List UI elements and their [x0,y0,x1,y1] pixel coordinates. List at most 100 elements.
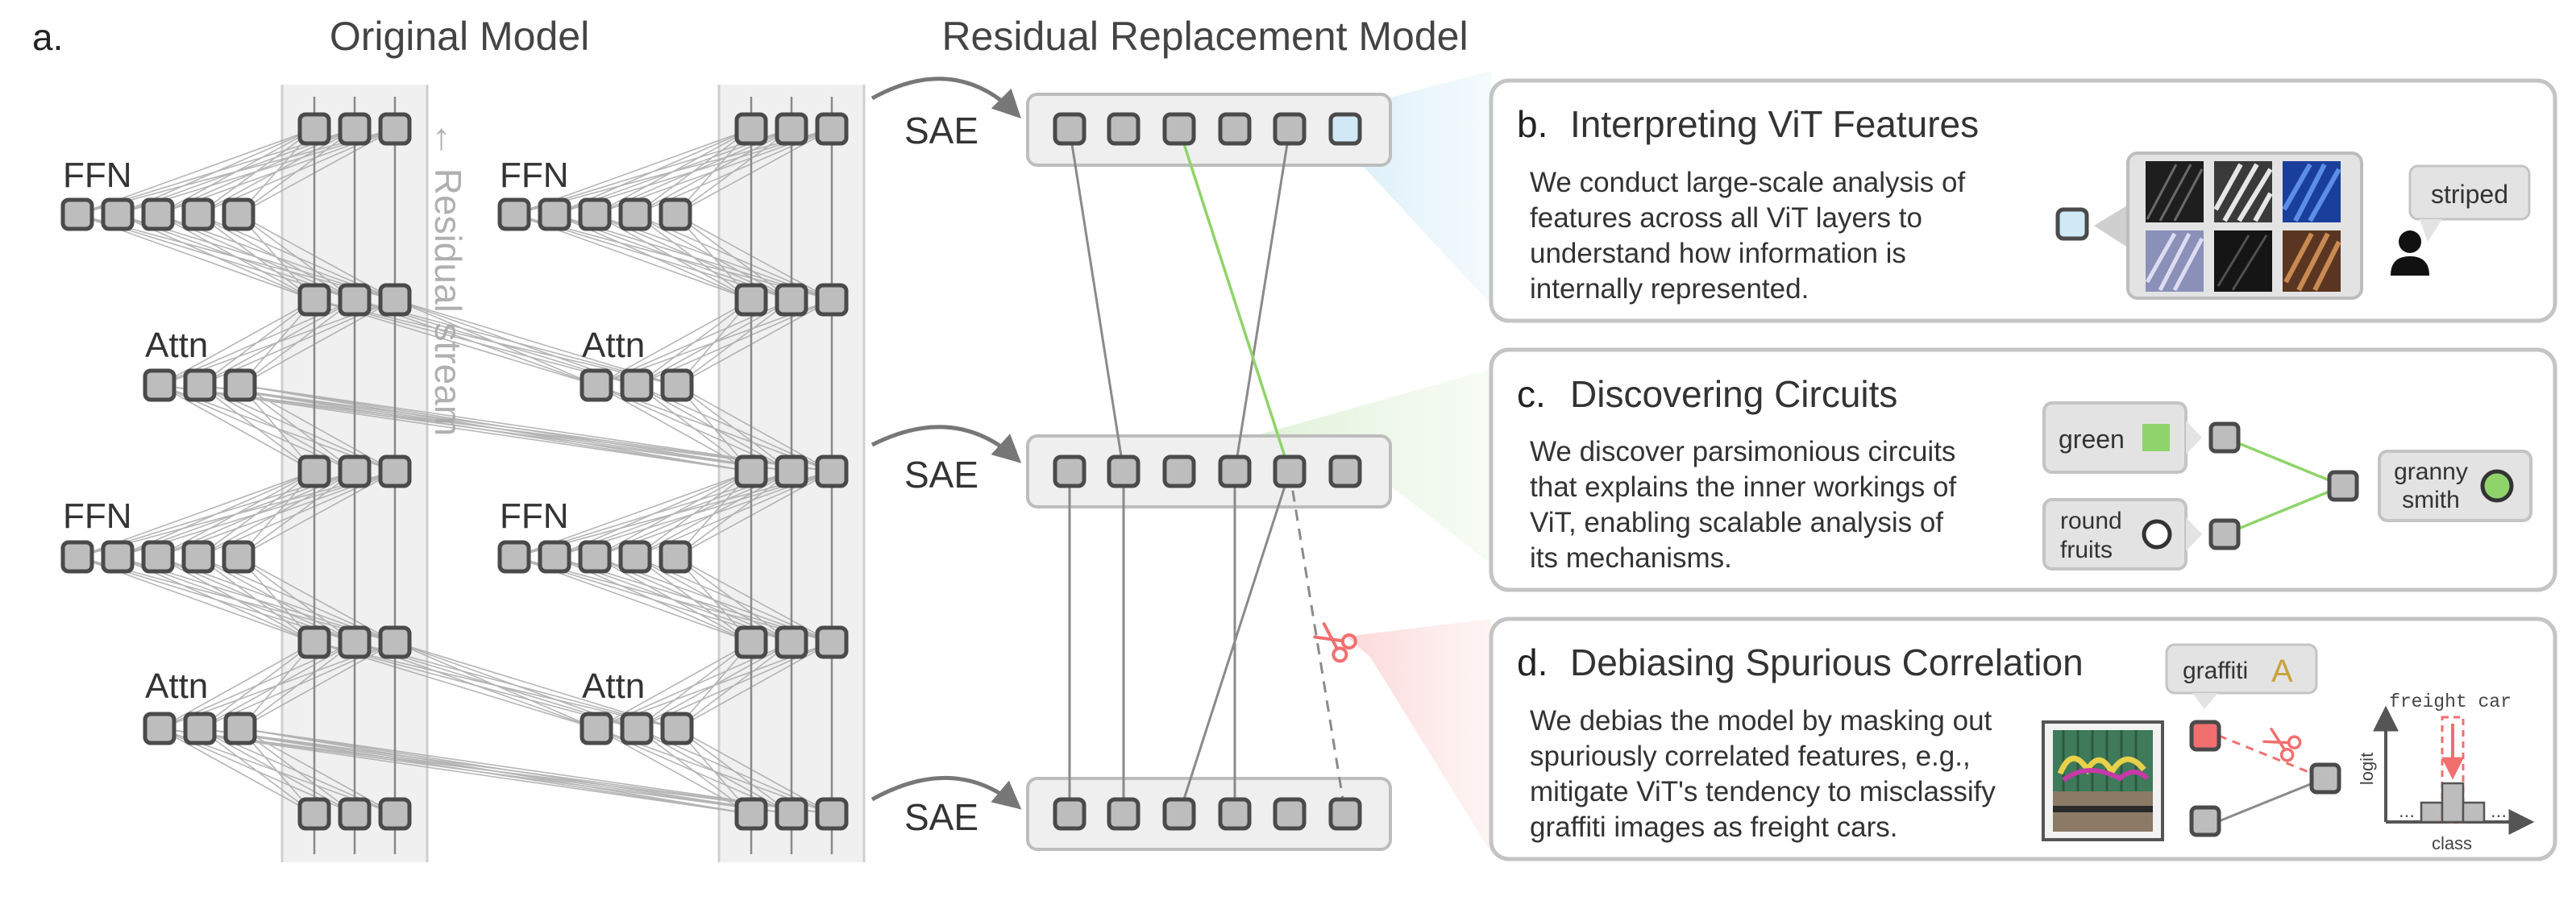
cross-edge [239,384,833,472]
block-2-attn-node [660,368,694,402]
panel-b-body-2: features across all ViT layers to [1530,202,1922,234]
granny-smith-box: granny smith [2378,450,2532,522]
dense-edge [197,128,315,215]
green-input-box: green [2042,401,2202,474]
ffn-label-1: FFN [63,156,132,195]
dense-edge [676,299,833,386]
sae-arrow-1 [870,77,1021,118]
sae-nodes [1053,112,1362,831]
block-1-residual-node [297,797,331,831]
dense-edge [676,384,792,472]
sae-feature-node [1107,797,1141,831]
block-2-ffn-node [659,197,692,231]
block-2-residual-node [775,797,808,831]
sae-arrow-2 [870,425,1022,463]
ffn-label-2: FFN [63,496,132,536]
block-1-ffn-node [60,540,94,574]
cross-edge [314,299,678,386]
block-1-attn-node [183,712,217,745]
block-1-ffn-node [141,197,175,231]
y-axis-label: logit [2357,753,2377,785]
block-1-attn-node [183,368,217,402]
sae-feature-node [1328,112,1362,146]
dense-edge [636,728,752,815]
original-model-nodes [60,112,849,831]
block-1-ffn-node [181,540,215,574]
block-1-residual-node [378,112,412,146]
dense-edge [675,471,792,558]
dense-edge [197,471,315,558]
panel-b-letter: b. [1517,103,1548,145]
attn-label-2: Attn [145,666,208,706]
bar-freight [2441,782,2465,824]
striped-label: striped [2431,180,2508,209]
block-2-residual-node [734,797,768,831]
sae-feature-node [1218,112,1252,146]
smith-label: smith [2402,487,2460,513]
x-axis-label: class [2432,833,2472,853]
block-1-ffn-node [222,197,256,231]
dense-edge [676,641,792,729]
dense-edge [238,128,355,215]
cross-edge [159,728,752,815]
panel-d-body-4: graffiti images as freight cars. [1530,811,1898,843]
dense-edge [675,128,792,215]
dense-edge [634,471,752,558]
green-apple-icon [2480,469,2514,503]
sae-feature-node [1328,454,1362,488]
sae-feature-node [1162,797,1196,831]
person-icon [2391,230,2429,276]
panel-d-body-3: mitigate ViT's tendency to misclassify [1530,776,1996,807]
block-2-ffn-node [497,197,531,231]
dense-edge [636,299,752,386]
panel-b-body-4: internally represented. [1530,273,1809,305]
ellipsis-right: ... [2491,800,2507,822]
graffiti-speech-bubble: graffiti A [2165,643,2318,709]
striped-speech-bubble: striped [2408,164,2531,242]
dense-edge [238,471,355,558]
panel-c [1489,347,2557,592]
sae-feature-node [1273,797,1307,831]
block-1-ffn-node [222,540,256,574]
sae-arrow-3 [870,775,1022,810]
ffn-label-4: FFN [500,496,569,536]
dense-edge [239,299,355,386]
block-2-residual-node [734,112,768,146]
graffiti-thumbnail [2042,720,2164,841]
red-beam [1346,619,1491,853]
dense-edge [676,299,792,386]
panel-b-body-3: understand how information is [1530,238,1906,269]
sae-circuit-edges [1068,128,1347,815]
block-2-residual-node [815,625,849,659]
round-circle-icon [2142,519,2172,550]
circuit-c-node-green [2208,421,2241,454]
block-2-attn-node [620,368,654,402]
dense-edge [239,641,355,729]
block-2-ffn-node [618,540,652,574]
dense-edge [199,384,315,472]
scissors-icon [1313,622,1357,663]
blue-feature-node [2055,207,2089,241]
dense-edge [636,384,752,472]
block-2-ffn-node [578,197,612,231]
block-1-attn-node [223,368,257,402]
panel-c-title: Discovering Circuits [1570,373,1897,415]
fruits-label: fruits [2060,537,2113,563]
panel-b-title: Interpreting ViT Features [1570,103,1979,145]
dense-edge [197,214,315,301]
block-2-residual-node [775,454,808,488]
attn-label-1: Attn [145,326,208,365]
panel-b-body-1: We conduct large-scale analysis of [1530,167,1965,198]
sae-feature-node [1218,454,1252,488]
panel-c-letter: c. [1517,373,1546,415]
block-1-ffn-node [181,197,215,231]
round-label: round [2060,508,2122,534]
block-1-residual-node [297,454,331,488]
cross-edge [199,384,752,472]
green-input-label: green [2059,425,2125,454]
block-2-attn-node [620,712,654,745]
panel-a-letter: a. [32,16,63,58]
panel-d-body-1: We debias the model by masking out [1530,705,1992,737]
block-2-residual-node [815,112,849,146]
dense-edge [238,214,355,301]
